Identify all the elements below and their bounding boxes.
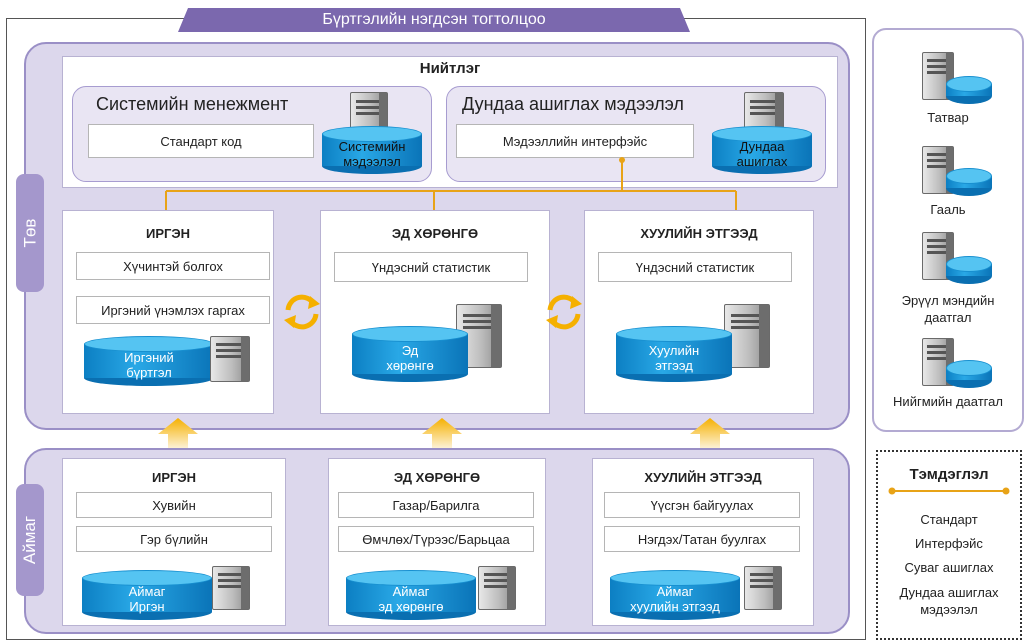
aimag-property-server-icon: [478, 566, 516, 610]
social-insurance-db-icon: [946, 360, 992, 388]
shared-info-title: Дундаа ашиглах мэдээлэл: [462, 94, 684, 114]
aimag-tab: Аймаг: [16, 484, 44, 596]
land-building-box: Газар/Барилга: [338, 492, 534, 518]
aimag-tab-label: Аймаг: [20, 515, 39, 565]
legend-link-icon: [888, 487, 1010, 495]
health-insurance-label: Эрүүл мэндийн даатгал: [901, 293, 995, 325]
personal-box: Хувийн: [76, 492, 272, 518]
central-tab: Төв: [16, 174, 44, 292]
sync-icon: [284, 294, 320, 330]
central-property-title: ЭД ХӨРӨНГӨ: [391, 226, 479, 241]
validate-box: Хүчинтэй болгох: [76, 252, 270, 280]
system-mgmt-title: Системийн менежмент: [96, 94, 289, 114]
sync-icon: [546, 294, 582, 330]
merge-liquidate-box: Нэгдэх/Татан буулгах: [604, 526, 800, 552]
aimag-legal-server-icon: [744, 566, 782, 610]
legend-box: [876, 450, 1022, 640]
tax-label: Татвар: [927, 110, 969, 125]
aimag-citizen-server-icon: [212, 566, 250, 610]
citizen-server-icon: [210, 336, 250, 382]
up-arrow-icon: [422, 418, 462, 454]
establish-box: Үүсгэн байгуулах: [604, 492, 800, 518]
legal-statistics-box: Үндэсний статистик: [598, 252, 792, 282]
tax-db-icon: [946, 76, 992, 104]
social-insurance-label: Нийгмийн даатгал: [893, 394, 1003, 409]
customs-db-icon: [946, 168, 992, 196]
health-insurance-db-icon: [946, 256, 992, 284]
issue-id-box: Иргэний үнэмлэх гаргах: [76, 296, 270, 324]
customs-label: Гааль: [930, 202, 966, 217]
up-arrow-icon: [690, 418, 730, 454]
central-legal-title: ХУУЛИЙН ЭТГЭЭД: [640, 226, 758, 241]
common-title: Нийтлэг: [419, 60, 481, 77]
standard-code-box: Стандарт код: [88, 124, 314, 158]
health-insurance-server-icon: [922, 232, 954, 280]
legend-item-interface: Интерфэйс: [915, 536, 983, 551]
family-box: Гэр бүлийн: [76, 526, 272, 552]
info-interface-box: Мэдээллийн интерфэйс: [456, 124, 694, 158]
legend-item-channel: Суваг ашиглах: [904, 560, 994, 575]
legend-title: Тэмдэглэл: [909, 466, 989, 483]
diagram-title: Бүртгэлийн нэгдсэн тогтолцоо: [178, 8, 690, 32]
property-statistics-box: Үндэсний статистик: [334, 252, 528, 282]
ownership-box: Өмчлөх/Түрээс/Барьцаа: [338, 526, 534, 552]
aimag-citizen-title: ИРГЭН: [151, 470, 197, 485]
aimag-property-title: ЭД ХӨРӨНГӨ: [393, 470, 481, 485]
up-arrow-icon: [158, 418, 198, 454]
legend-item-standard: Стандарт: [920, 512, 978, 527]
central-citizen-title: ИРГЭН: [145, 226, 191, 241]
legend-item-shared-info: Дундаа ашиглах мэдээлэл: [899, 585, 999, 617]
aimag-legal-title: ХУУЛИЙН ЭТГЭЭД: [644, 470, 762, 485]
